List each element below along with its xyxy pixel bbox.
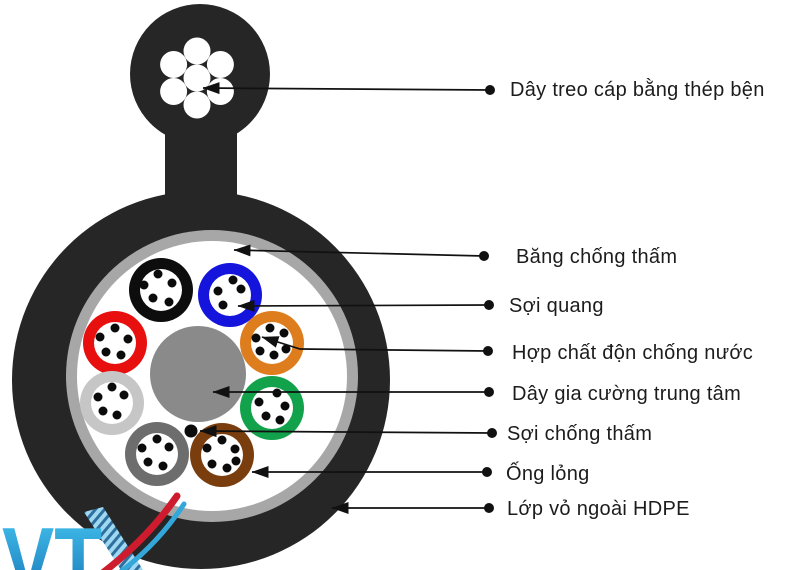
fibers-black-tube bbox=[139, 269, 177, 307]
loose-tube-dark-gray bbox=[125, 422, 189, 486]
leader-filling bbox=[261, 336, 493, 356]
logo-cyan-swoosh bbox=[118, 501, 187, 570]
label-strength-member: Dây gia cường trung tâm bbox=[512, 383, 741, 405]
logo-red-swoosh bbox=[100, 492, 181, 570]
logo-vt-letters: VT bbox=[2, 508, 102, 570]
label-tape: Băng chống thấm bbox=[516, 246, 677, 268]
labels: Dây treo cáp bằng thép bện Băng chống th… bbox=[506, 78, 765, 520]
loose-tube-brown bbox=[190, 423, 254, 487]
loose-tube-red bbox=[83, 311, 147, 375]
label-jacket: Lớp vỏ ngoài HDPE bbox=[507, 498, 690, 520]
fibers-dark-gray-tube bbox=[137, 434, 174, 471]
loose-tube-green bbox=[240, 376, 304, 440]
fibers-brown-tube bbox=[202, 435, 241, 473]
label-yarn: Sợi chống thấm bbox=[507, 423, 652, 445]
loose-tube-blue bbox=[198, 263, 262, 327]
leader-yarn bbox=[199, 425, 497, 438]
fibers-blue-tube bbox=[213, 275, 246, 310]
label-messenger: Dây treo cáp bằng thép bện bbox=[510, 78, 765, 101]
central-strength-member bbox=[150, 326, 246, 422]
label-loose-tube: Ống lỏng bbox=[506, 461, 590, 485]
fibers-red-tube bbox=[95, 323, 133, 360]
loose-tube-orange bbox=[240, 311, 304, 375]
label-fiber: Sợi quang bbox=[509, 295, 604, 317]
water-blocking-yarn-dot bbox=[184, 424, 198, 438]
fibers-light-gray-tube bbox=[93, 382, 129, 420]
vtx-logo: VT bbox=[2, 492, 187, 570]
fibers-orange-tube bbox=[251, 323, 291, 360]
fibers-green-tube bbox=[254, 388, 290, 425]
leader-tape bbox=[233, 244, 489, 261]
label-filling: Hợp chất độn chống nước bbox=[512, 342, 753, 364]
leader-fiber bbox=[237, 299, 494, 312]
leader-lines bbox=[199, 82, 497, 514]
leader-strength-member bbox=[212, 386, 494, 398]
cable-body bbox=[12, 4, 390, 569]
loose-tube-black bbox=[129, 258, 193, 322]
leader-jacket bbox=[331, 502, 494, 514]
loose-tube-light-gray bbox=[80, 371, 144, 435]
leader-messenger bbox=[202, 82, 495, 95]
leader-loose-tube bbox=[251, 466, 492, 478]
